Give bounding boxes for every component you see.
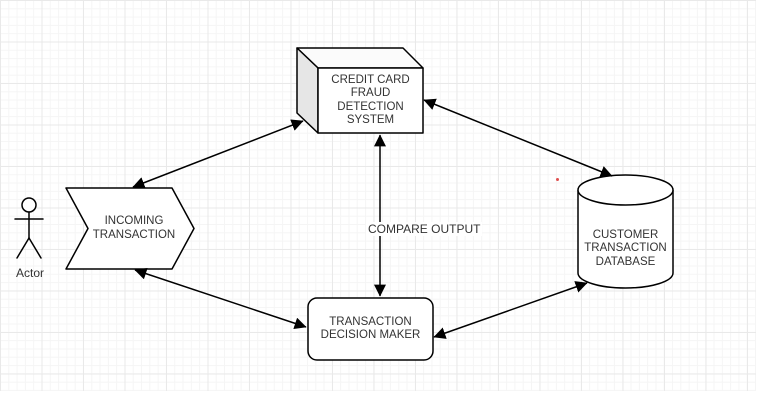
rounded-rectangle [307, 297, 434, 361]
node-credit-card-fraud-detection-system[interactable] [296, 47, 424, 134]
stray-red-dot [556, 178, 559, 181]
node-actor[interactable] [14, 197, 44, 259]
node-customer-transaction-database[interactable] [577, 174, 674, 289]
node-transaction-decision-maker[interactable] [307, 297, 434, 361]
step-shape [65, 187, 195, 270]
actor-head [21, 197, 37, 213]
cylinder-top [577, 174, 674, 206]
cylinder-body [577, 190, 674, 289]
edge-incoming-to-fraud[interactable] [132, 119, 304, 189]
edge-incoming-to-decision[interactable] [134, 267, 307, 330]
node-incoming-transaction[interactable] [65, 187, 195, 270]
compare-output-label: COMPARE OUTPUT [366, 222, 483, 236]
edge-fraud-to-db[interactable] [423, 98, 613, 178]
cube-front-face [317, 67, 424, 134]
actor-label: Actor [15, 266, 44, 280]
actor-right-leg [28, 237, 42, 259]
actor-left-leg [16, 237, 30, 259]
edge-decision-to-db[interactable] [433, 281, 588, 339]
